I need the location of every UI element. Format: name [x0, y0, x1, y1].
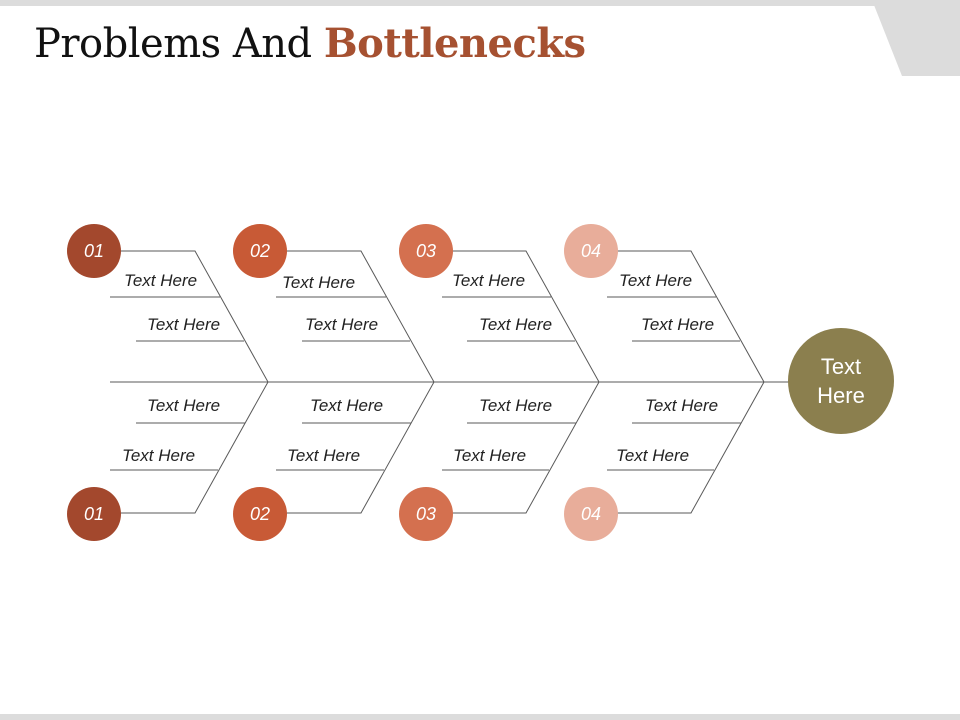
corner-tab-shape — [872, 0, 960, 76]
bone-3: 03 03 Text Here Text Here Text Here Text… — [399, 224, 600, 541]
bone-2-top-circle — [233, 224, 287, 278]
head-circle — [788, 328, 894, 434]
bone-2: 02 02 Text Here Text Here Text Here Text… — [233, 224, 435, 541]
bone-2-top-label-2: Text Here — [305, 315, 378, 334]
bone-1-bottom-circle — [67, 487, 121, 541]
bone-3-top-circle — [399, 224, 453, 278]
bone-2-top-number: 02 — [250, 241, 270, 261]
bone-4: 04 04 Text Here Text Here Text Here Text… — [564, 224, 765, 541]
bone-3-top-label-1: Text Here — [452, 271, 525, 290]
head-text-line-2: Here — [817, 383, 865, 408]
top-strip — [0, 0, 960, 6]
bone-3-bottom-number: 03 — [416, 504, 436, 524]
bone-2-bottom-number: 02 — [250, 504, 270, 524]
bone-1-line — [118, 250, 269, 514]
bone-4-top-circle — [564, 224, 618, 278]
bone-1: 01 01 Text Here Text Here Text Here Text… — [67, 224, 269, 541]
bone-1-top-label-2: Text Here — [147, 315, 220, 334]
slide-title: Problems And Bottlenecks — [34, 14, 586, 74]
fish-head: Text Here — [788, 328, 894, 434]
bottom-strip — [0, 714, 960, 720]
bone-3-bottom-circle — [399, 487, 453, 541]
bone-2-top-label-1: Text Here — [282, 273, 355, 292]
bone-4-top-number: 04 — [581, 241, 601, 261]
head-text-line-1: Text — [821, 354, 861, 379]
corner-tab — [872, 0, 960, 76]
bone-1-top-number: 01 — [84, 241, 104, 261]
bone-3-top-label-2: Text Here — [479, 315, 552, 334]
bone-4-top-label-1: Text Here — [619, 271, 692, 290]
bone-4-bottom-label-1: Text Here — [645, 396, 718, 415]
bone-3-bottom-label-2: Text Here — [453, 446, 526, 465]
bone-2-bottom-label-1: Text Here — [310, 396, 383, 415]
bone-4-bottom-circle — [564, 487, 618, 541]
bone-3-top-number: 03 — [416, 241, 436, 261]
bone-4-line — [615, 250, 765, 514]
bone-1-top-circle — [67, 224, 121, 278]
bone-1-top-label-1: Text Here — [124, 271, 197, 290]
bone-4-bottom-label-2: Text Here — [616, 446, 689, 465]
title-accent: Bottlenecks — [323, 20, 586, 67]
title-plain: Problems And — [34, 21, 312, 67]
bone-1-bottom-label-1: Text Here — [147, 396, 220, 415]
bone-2-line — [284, 250, 435, 514]
bone-3-bottom-label-1: Text Here — [479, 396, 552, 415]
bone-2-bottom-label-2: Text Here — [287, 446, 360, 465]
bone-1-bottom-label-2: Text Here — [122, 446, 195, 465]
bone-4-top-label-2: Text Here — [641, 315, 714, 334]
bone-2-bottom-circle — [233, 487, 287, 541]
bone-3-line — [450, 250, 600, 514]
bone-1-bottom-number: 01 — [84, 504, 104, 524]
bone-4-bottom-number: 04 — [581, 504, 601, 524]
